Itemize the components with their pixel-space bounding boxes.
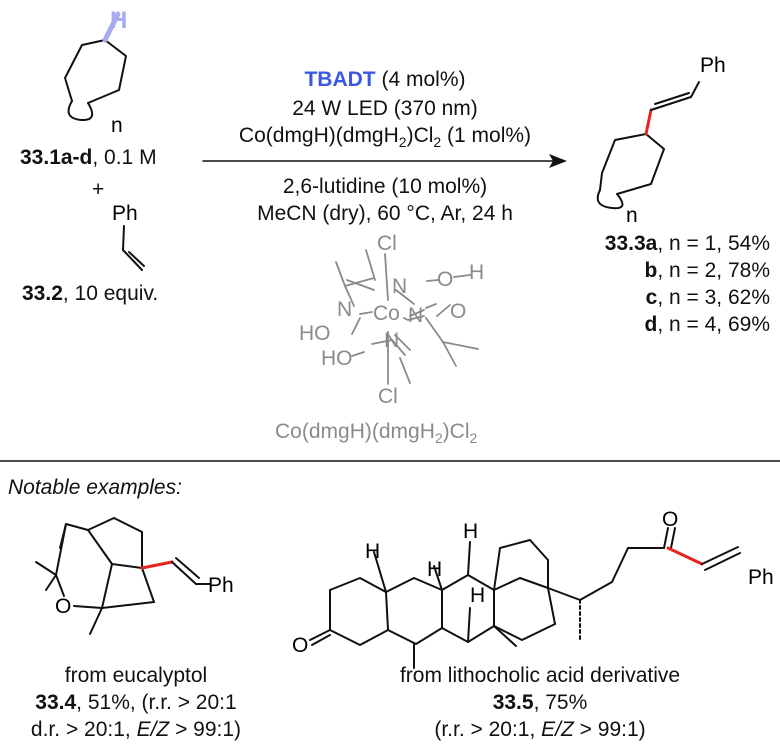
litho-h-top: H [463, 520, 478, 543]
ring-size-label: n [111, 114, 123, 137]
product-row-c: c, n = 3, 62% [586, 286, 770, 310]
ex2-yield-text: , 75% [533, 691, 588, 714]
cycloalkane-ring [64, 39, 127, 122]
product-id-d: d [644, 313, 658, 336]
ex1-ez: E/Z [136, 718, 170, 741]
styrene-structure [122, 225, 145, 271]
h-top-atom: H [469, 261, 484, 284]
ex2-yield: 33.5, 75% [340, 691, 740, 715]
cl-top-atom: Cl [377, 232, 397, 255]
cobalt-post: )Cl [406, 124, 434, 147]
eucalyptol-product-structure [35, 517, 211, 635]
litho-phenyl-label: Ph [748, 566, 774, 589]
solvent-line: MeCN (dry), 60 °C, Ar, 24 h [257, 202, 513, 225]
ex2-ez: E/Z [541, 718, 574, 741]
product-result-b: , n = 2, 78% [657, 259, 770, 282]
cobalt-complex-structure [335, 249, 479, 385]
light-source: 24 W LED (370 nm) [292, 97, 478, 120]
c-h-bond [102, 11, 121, 43]
product-row-a: 33.3a, n = 1, 54% [586, 232, 770, 256]
h-atom-label: H [110, 7, 127, 34]
eucalyptol-o-atom: O [55, 595, 71, 618]
ex2-ez-value: > 99:1) [573, 718, 646, 741]
ex2-id: 33.5 [492, 691, 534, 714]
catalyst-loading: (4 mol%) [375, 68, 466, 91]
cobalt-caption: Co(dmgH)(dmgH2)Cl2 [275, 420, 477, 450]
ex2-source: from lithocholic acid derivative [399, 664, 681, 687]
lithocholic-product-structure [309, 527, 741, 669]
n-upper-right-atom: N [392, 275, 407, 298]
ex1-yield: 33.4, 51%, (r.r. > 20:1 [0, 691, 272, 715]
litho-h-left: H [365, 540, 380, 563]
ex1-source: from eucalyptol [64, 664, 208, 687]
cobalt-atom-labels: Co Cl Cl N N N N O H O HO HO [299, 232, 484, 408]
reactant-concentration: , 0.1 M [92, 146, 157, 169]
o-right-atom: O [450, 300, 466, 323]
co-atom: Co [373, 302, 400, 325]
n-upper-left-atom: N [337, 298, 352, 321]
catalyst-name: TBADT [304, 68, 376, 91]
ex1-ez-value: > 99:1) [169, 718, 242, 741]
o-upper-atom: O [437, 268, 453, 291]
reactant-id: 33.1a-d [20, 146, 93, 169]
ex1-yield-text: , 51%, (r.r. > 20:1 [76, 691, 237, 714]
product-result-d: , n = 4, 69% [657, 313, 770, 336]
plus-sign: + [92, 178, 105, 201]
n-lower-left-atom: N [384, 329, 399, 352]
litho-ketone-o: O [662, 508, 678, 531]
phenyl-label: Ph [112, 202, 138, 225]
ex2-rr: (r.r. > 20:1, [434, 718, 542, 741]
reactant-label: 33.1a-d, 0.1 M [20, 146, 157, 170]
base-line: 2,6-lutidine (10 mol%) [282, 175, 488, 198]
product-id-b: b [644, 259, 658, 282]
n-lower-right-atom: N [408, 304, 423, 327]
cobalt-cocatalyst: Co(dmgH)(dmgH2)Cl2 (1 mol%) [203, 124, 567, 154]
ex1-id: 33.4 [35, 691, 77, 714]
notable-heading: Notable examples: [8, 476, 182, 499]
eucalyptol-phenyl-label: Ph [208, 574, 234, 597]
ex1-dr: d.r. > 20:1, [30, 718, 137, 741]
product-structure [596, 81, 700, 210]
product-row-b: b, n = 2, 78% [586, 259, 771, 283]
cobalt-pre: Co(dmgH)(dmgH [238, 124, 399, 147]
cobalt-sub: 2 [398, 134, 407, 151]
ex2-selectivity: (r.r. > 20:1, E/Z > 99:1) [340, 718, 740, 742]
caption-sub2: 2 [469, 430, 478, 447]
cobalt-sub2: 2 [433, 134, 442, 151]
ex1-selectivity: d.r. > 20:1, E/Z > 99:1) [0, 718, 272, 742]
ho-left-atom: HO [299, 322, 331, 345]
product-ring-size-label: n [626, 204, 638, 227]
caption-sub: 2 [434, 430, 443, 447]
product-row-d: d, n = 4, 69% [586, 313, 771, 337]
litho-h-mid: H [427, 558, 442, 581]
litho-h-right: H [470, 584, 485, 607]
litho-ketone-o-left: O [292, 634, 308, 657]
styrene-id: 33.2 [22, 282, 63, 305]
product-phenyl-label: Ph [700, 54, 726, 77]
product-result-a: , n = 1, 54% [657, 232, 770, 255]
product-id-c: c [645, 286, 658, 309]
catalyst-line: TBADT (4 mol%) [203, 68, 567, 92]
product-id-a: 33.3a [604, 232, 658, 255]
styrene-equiv: , 10 equiv. [62, 282, 159, 305]
styrene-label: 33.2, 10 equiv. [22, 282, 158, 306]
cl-bottom-atom: Cl [378, 385, 398, 408]
cobalt-loading: (1 mol%) [441, 124, 532, 147]
caption-pre: Co(dmgH)(dmgH [275, 420, 435, 443]
product-result-c: , n = 3, 62% [657, 286, 770, 309]
caption-post: )Cl [442, 420, 470, 443]
ho-lower-atom: HO [321, 347, 353, 370]
